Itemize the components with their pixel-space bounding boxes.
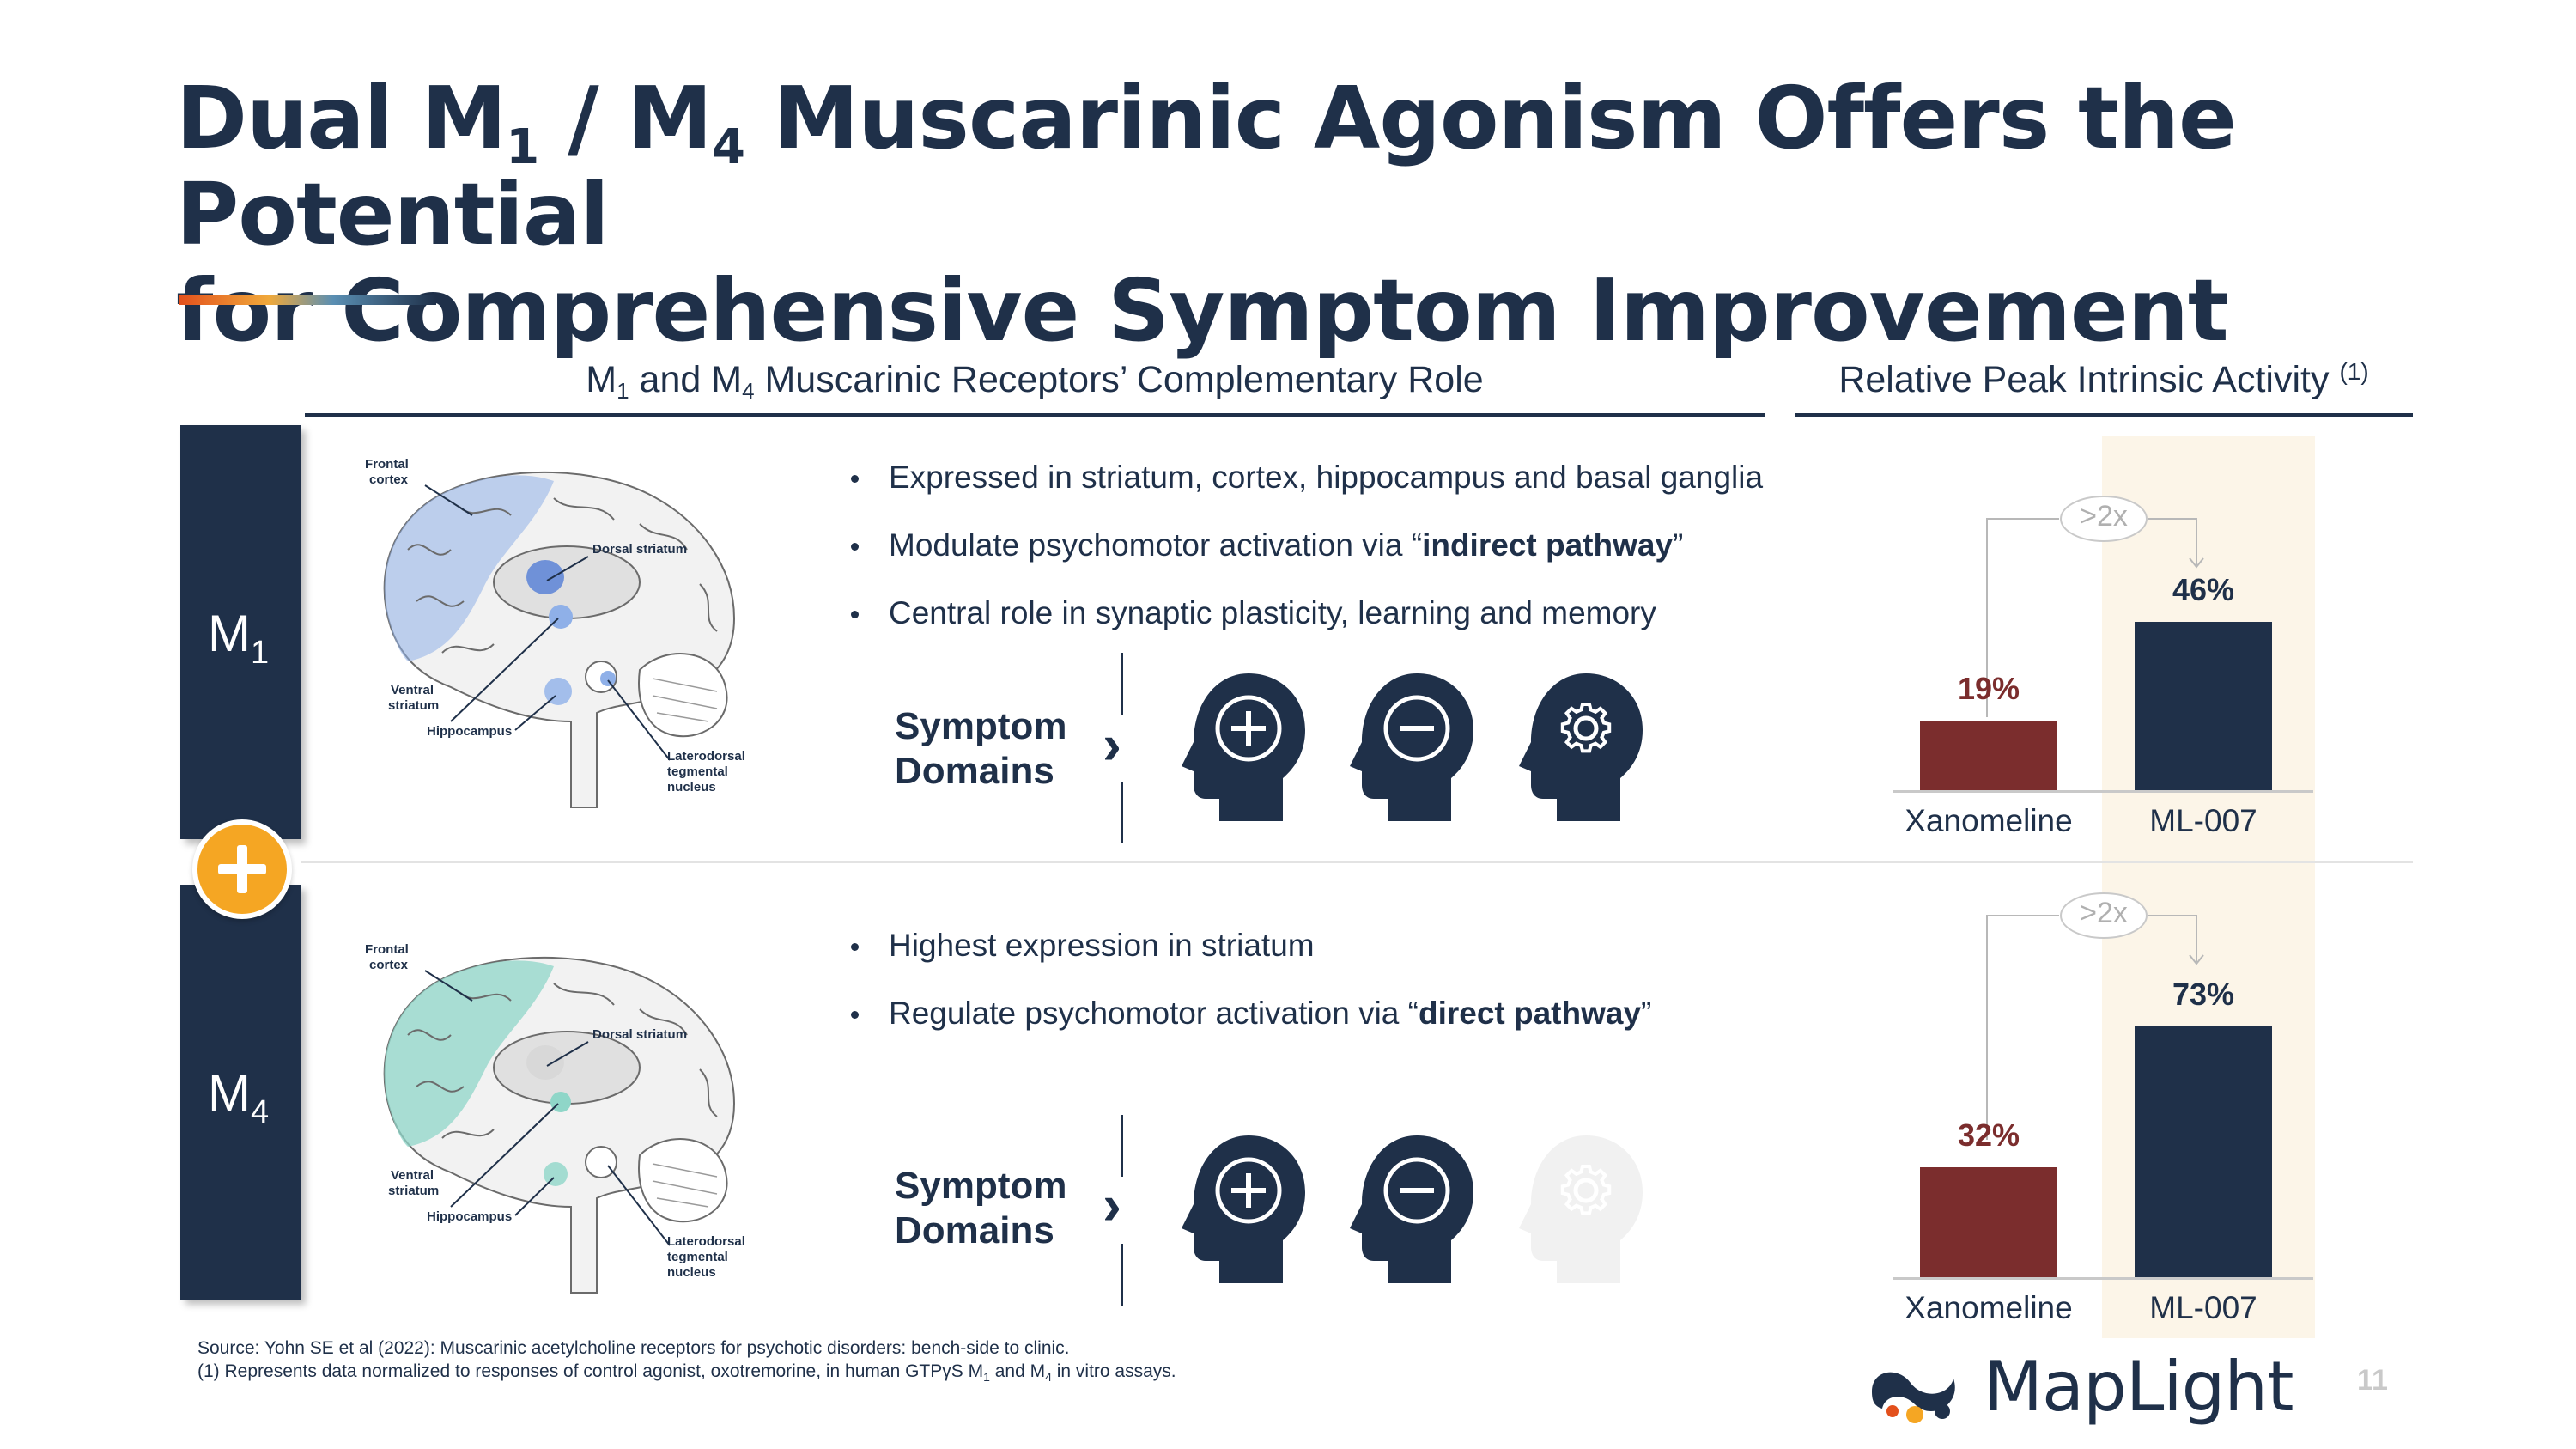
svg-text:Laterodorsal: Laterodorsal [667,1234,745,1249]
m4-symptom-rule-bottom [1121,1244,1123,1306]
chart-category-label: Xanomeline [1905,1290,2073,1325]
head-gear-icon [1519,673,1643,821]
svg-text:Ventral: Ventral [391,683,434,697]
m1-symptom-rule-bottom [1121,782,1123,843]
m1-symptom-rule-top [1121,653,1123,715]
svg-text:tegmental: tegmental [667,764,728,779]
svg-text:Hippocampus: Hippocampus [427,1209,512,1224]
chart-x-axis [1893,1277,2313,1280]
chart-value-label: 32% [1957,1117,2020,1153]
chart-value-label: 73% [2172,977,2235,1012]
svg-text:Laterodorsal: Laterodorsal [667,749,745,764]
chart-x-axis [1893,790,2313,793]
chart-value-label: 46% [2172,571,2235,607]
chart-category-label: ML-007 [2149,803,2257,838]
svg-text:striatum: striatum [388,698,439,713]
m4-label-box: M4 [180,885,301,1300]
m1-bullet: Expressed in striatum, cortex, hippocamp… [851,460,1763,496]
svg-text:Dorsal striatum: Dorsal striatum [592,542,687,557]
page-title: Dual M1 / M4 Muscarinic Agonism Offers t… [176,68,2237,361]
maplight-logo-mark [1872,1372,1955,1423]
svg-text:Frontal: Frontal [365,457,409,472]
svg-text:Frontal: Frontal [365,942,409,957]
svg-text:striatum: striatum [388,1184,439,1198]
svg-text:Ventral: Ventral [391,1168,434,1183]
svg-text:Dorsal striatum: Dorsal striatum [592,1027,687,1042]
maplight-logo: MapLight [1863,1347,2293,1434]
chart-bracket-left-stem [1986,580,1988,717]
svg-text:cortex: cortex [369,472,409,487]
chart-bar [2135,621,2272,790]
chart-category-label: Xanomeline [1905,803,2073,838]
head-plus-icon [1182,1135,1305,1283]
right-heading-rule [1795,413,2413,417]
svg-text:cortex: cortex [369,958,409,972]
right-section-heading: Relative Peak Intrinsic Activity (1) [1838,358,2369,400]
m4-brain-illustration: Frontal cortex Dorsal striatum Ventral s… [365,942,745,1294]
head-plus-icon [1182,673,1305,821]
m1-brain-illustration: Frontal cortex Dorsal striatum Ventral s… [365,457,745,808]
svg-text:nucleus: nucleus [667,1265,716,1280]
m4-bullet: Highest expression in striatum [851,928,1315,964]
left-section-heading: M1 and M4 Muscarinic Receptors’ Compleme… [586,359,1484,404]
m1-label-box: M1 [180,425,301,839]
chart-value-label: 19% [1957,670,2020,706]
chart-bar [2135,1026,2272,1277]
page-number: 11 [2357,1364,2388,1397]
m1-bullet: Modulate psychomotor activation via “ind… [851,527,1683,563]
title-accent-bar [179,295,436,305]
m4-bar-chart: >2x 32% Xanomeline 73% ML-007 [1889,878,2318,1342]
maplight-logo-text: MapLight [1984,1347,2293,1427]
left-heading-rule [305,413,1765,417]
m4-symptom-rule-top [1121,1115,1123,1177]
svg-text:tegmental: tegmental [667,1250,728,1264]
chart-annotation: >2x [2080,500,2128,533]
m1-chevron-right-icon: › [1103,712,1121,776]
footnote-1: (1) Represents data normalized to respon… [197,1361,1176,1385]
chart-bracket-left-stem [1986,977,1988,1140]
head-minus-icon [1350,673,1473,821]
chart-comparison-bracket [1986,496,2204,584]
m1-bullet: Central role in synaptic plasticity, lea… [851,595,1656,631]
chart-bar [1920,1167,2057,1277]
head-gear-icon-faded [1519,1135,1643,1283]
chart-category-label: ML-007 [2149,1290,2257,1325]
section-divider [301,861,2413,863]
svg-text:Hippocampus: Hippocampus [427,724,512,739]
plus-icon [192,819,292,919]
m4-chevron-right-icon: › [1103,1172,1121,1236]
footnotes: Source: Yohn SE et al (2022): Muscarinic… [197,1338,1485,1384]
m4-bullet: Regulate psychomotor activation via “dir… [851,995,1651,1032]
m1-bar-chart: >2x 19% Xanomeline 46% ML-007 [1889,481,2318,859]
chart-annotation: >2x [2080,897,2128,929]
head-minus-icon [1350,1135,1473,1283]
source-note: Source: Yohn SE et al (2022): Muscarinic… [197,1338,1070,1358]
chart-bar [1920,720,2057,790]
svg-text:nucleus: nucleus [667,780,716,795]
chart-comparison-bracket [1986,892,2204,981]
